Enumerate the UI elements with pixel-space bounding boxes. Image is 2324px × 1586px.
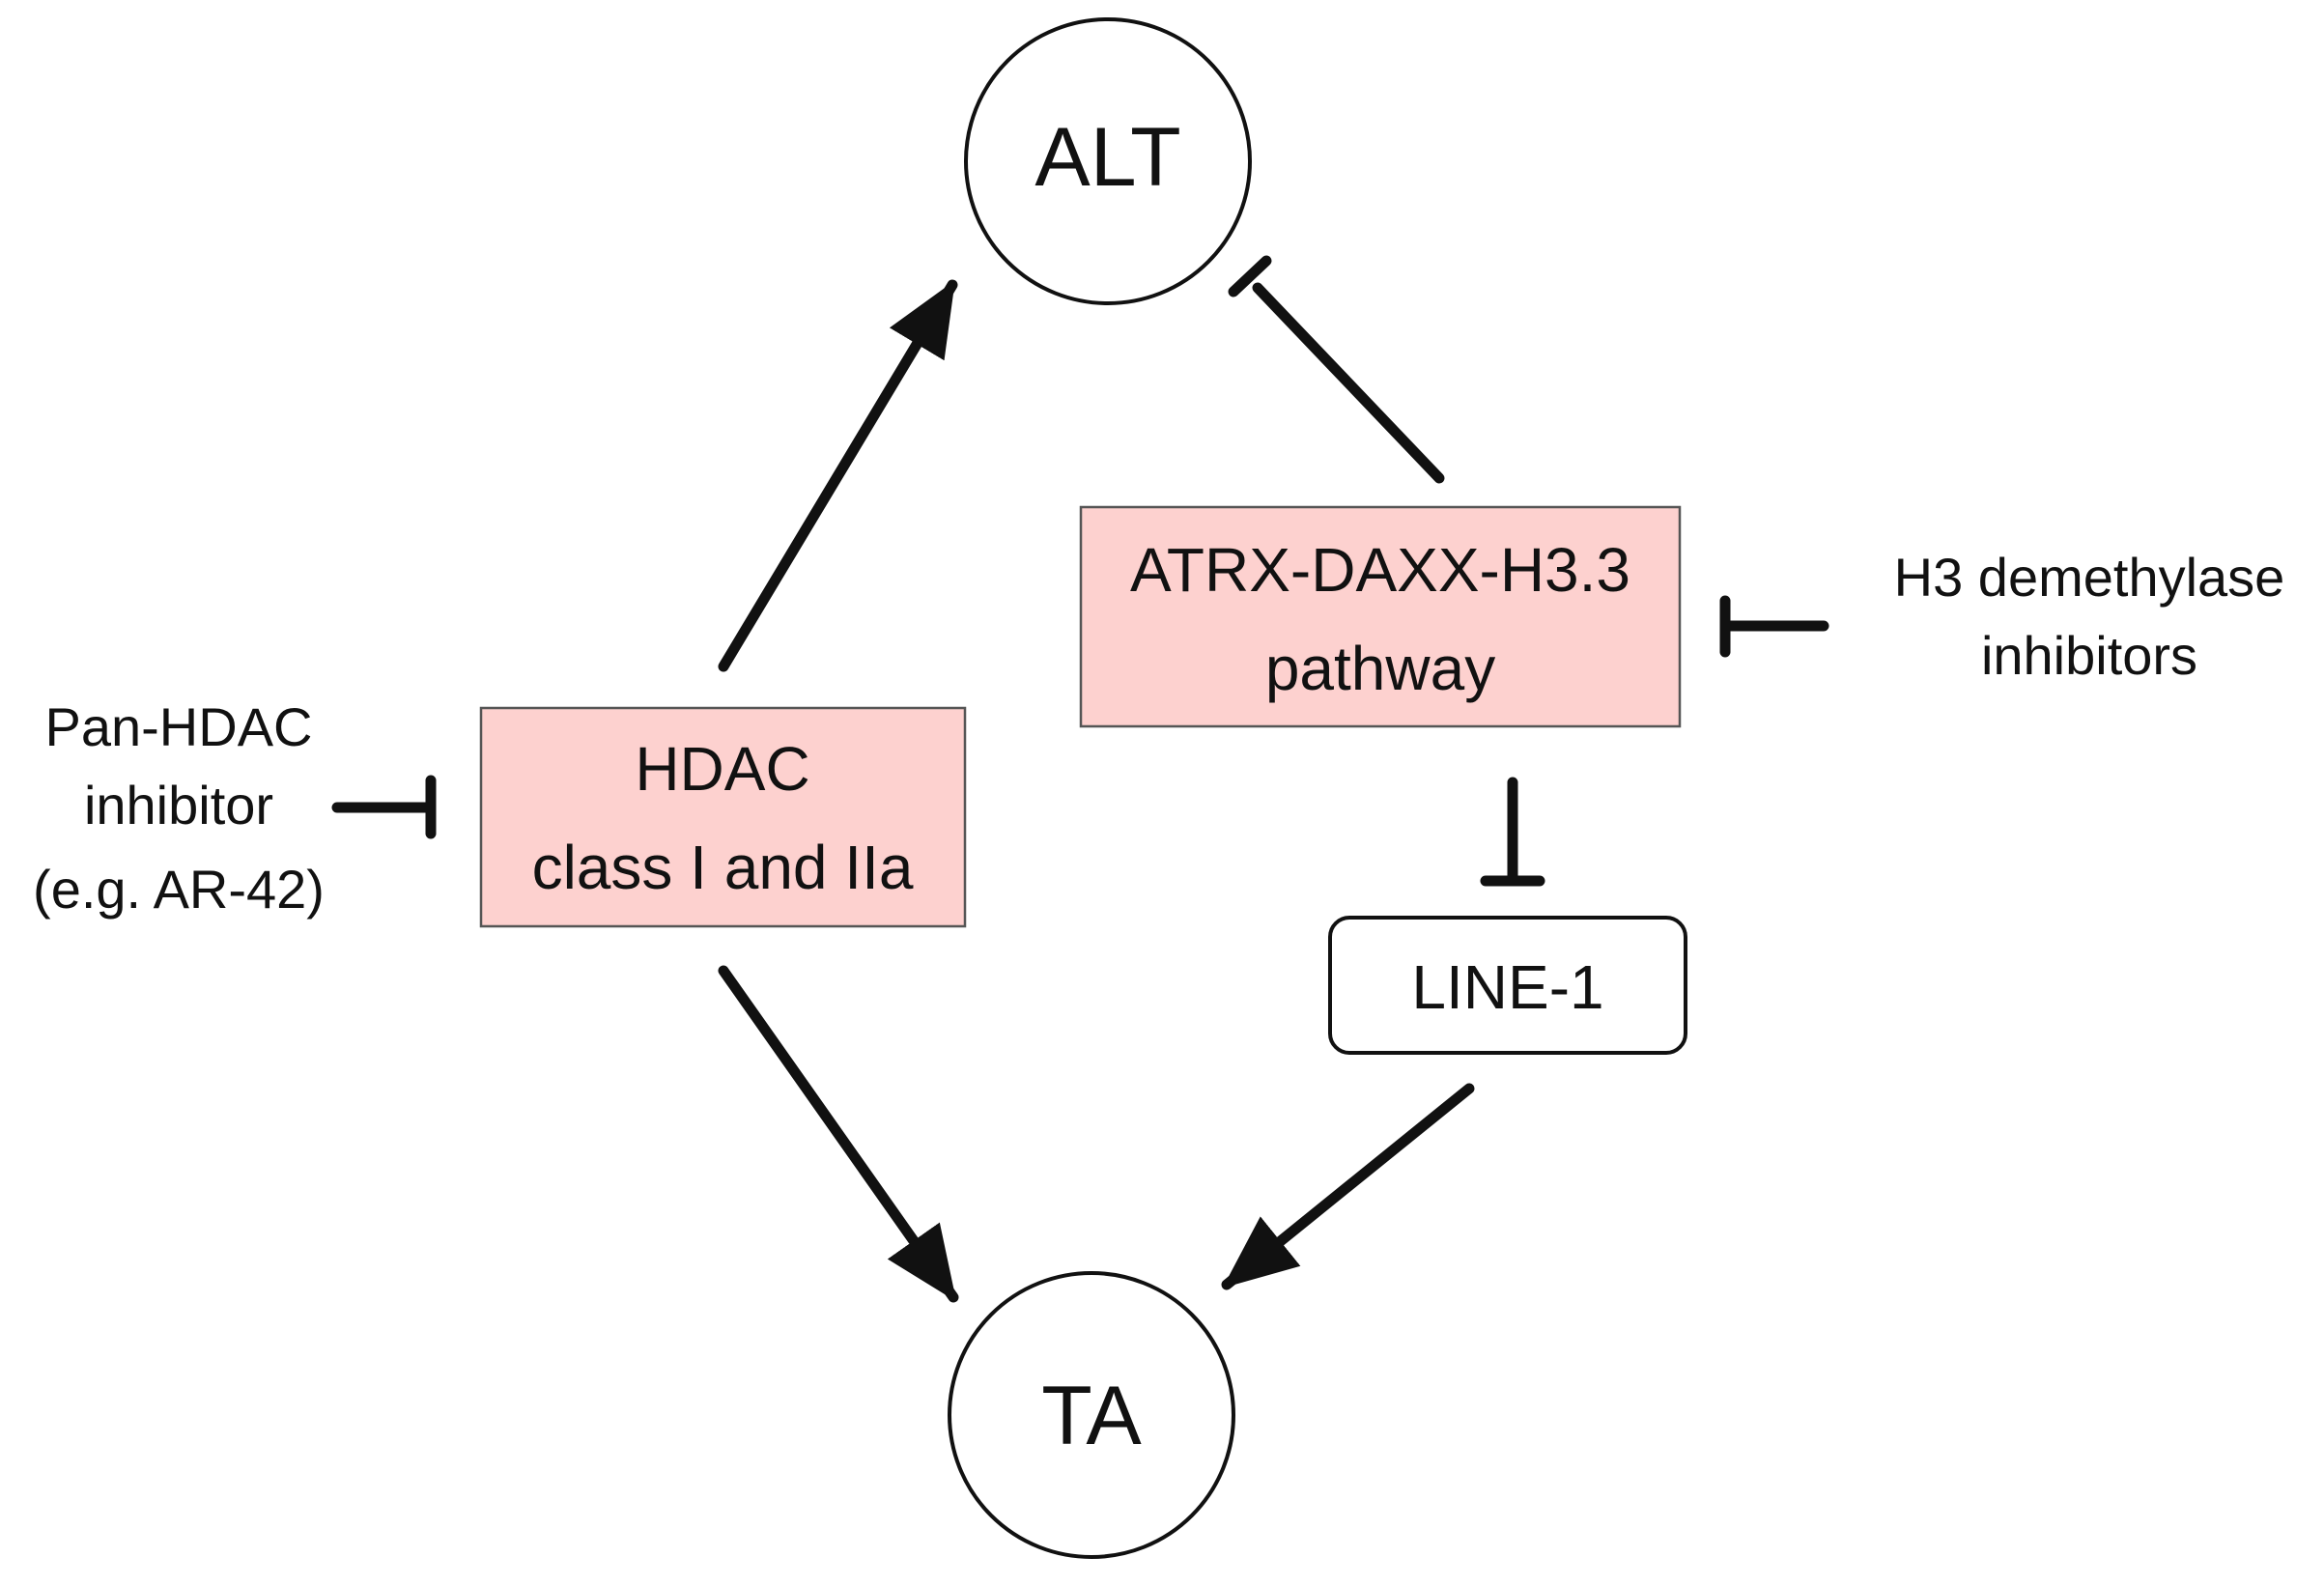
line1-box <box>1328 916 1687 1055</box>
h3-demethylase-line2: inhibitors <box>1981 625 2197 686</box>
hdac-label-line1: HDAC <box>635 734 809 804</box>
pan-hdac-inhibitor: Pan-HDAC inhibitor (e.g. AR-42) <box>33 696 325 920</box>
edge-atrx-to-alt-bar <box>1228 255 1272 297</box>
edge-line1-to-ta-arrow <box>1221 1083 1475 1290</box>
line1-node: LINE-1 <box>1328 916 1687 1055</box>
pan-hdac-line3: (e.g. AR-42) <box>33 859 325 920</box>
ta-label: TA <box>1041 1370 1142 1462</box>
line1-label: LINE-1 <box>1411 952 1603 1022</box>
atrx-box <box>1079 505 1682 728</box>
atrx-node: ATRX-DAXX-H3.3 pathway <box>1079 505 1682 728</box>
ta-circle <box>948 1271 1235 1559</box>
ta-node: TA <box>948 1271 1235 1559</box>
atrx-label-line1: ATRX-DAXX-H3.3 <box>1130 535 1630 605</box>
edge-hdac-to-ta-arrow <box>718 965 959 1303</box>
alt-label: ALT <box>1034 111 1180 204</box>
alt-node: ALT <box>964 17 1252 305</box>
hdac-label-line2: class I and IIa <box>532 833 914 902</box>
edges <box>331 255 1829 1303</box>
pan-hdac-line1: Pan-HDAC <box>45 696 313 757</box>
h3-demethylase-inhibitors: H3 demethylase inhibitors <box>1894 547 2285 686</box>
edge-hdac-to-alt-arrow <box>718 279 958 672</box>
hdac-box <box>479 706 967 928</box>
edge-atrx-to-alt-inhibition <box>1252 282 1445 484</box>
alt-circle <box>964 17 1252 305</box>
hdac-node: HDAC class I and IIa <box>479 706 967 928</box>
pan-hdac-line2: inhibitor <box>84 775 273 835</box>
h3-demethylase-line1: H3 demethylase <box>1894 547 2285 608</box>
atrx-label-line2: pathway <box>1265 634 1495 703</box>
